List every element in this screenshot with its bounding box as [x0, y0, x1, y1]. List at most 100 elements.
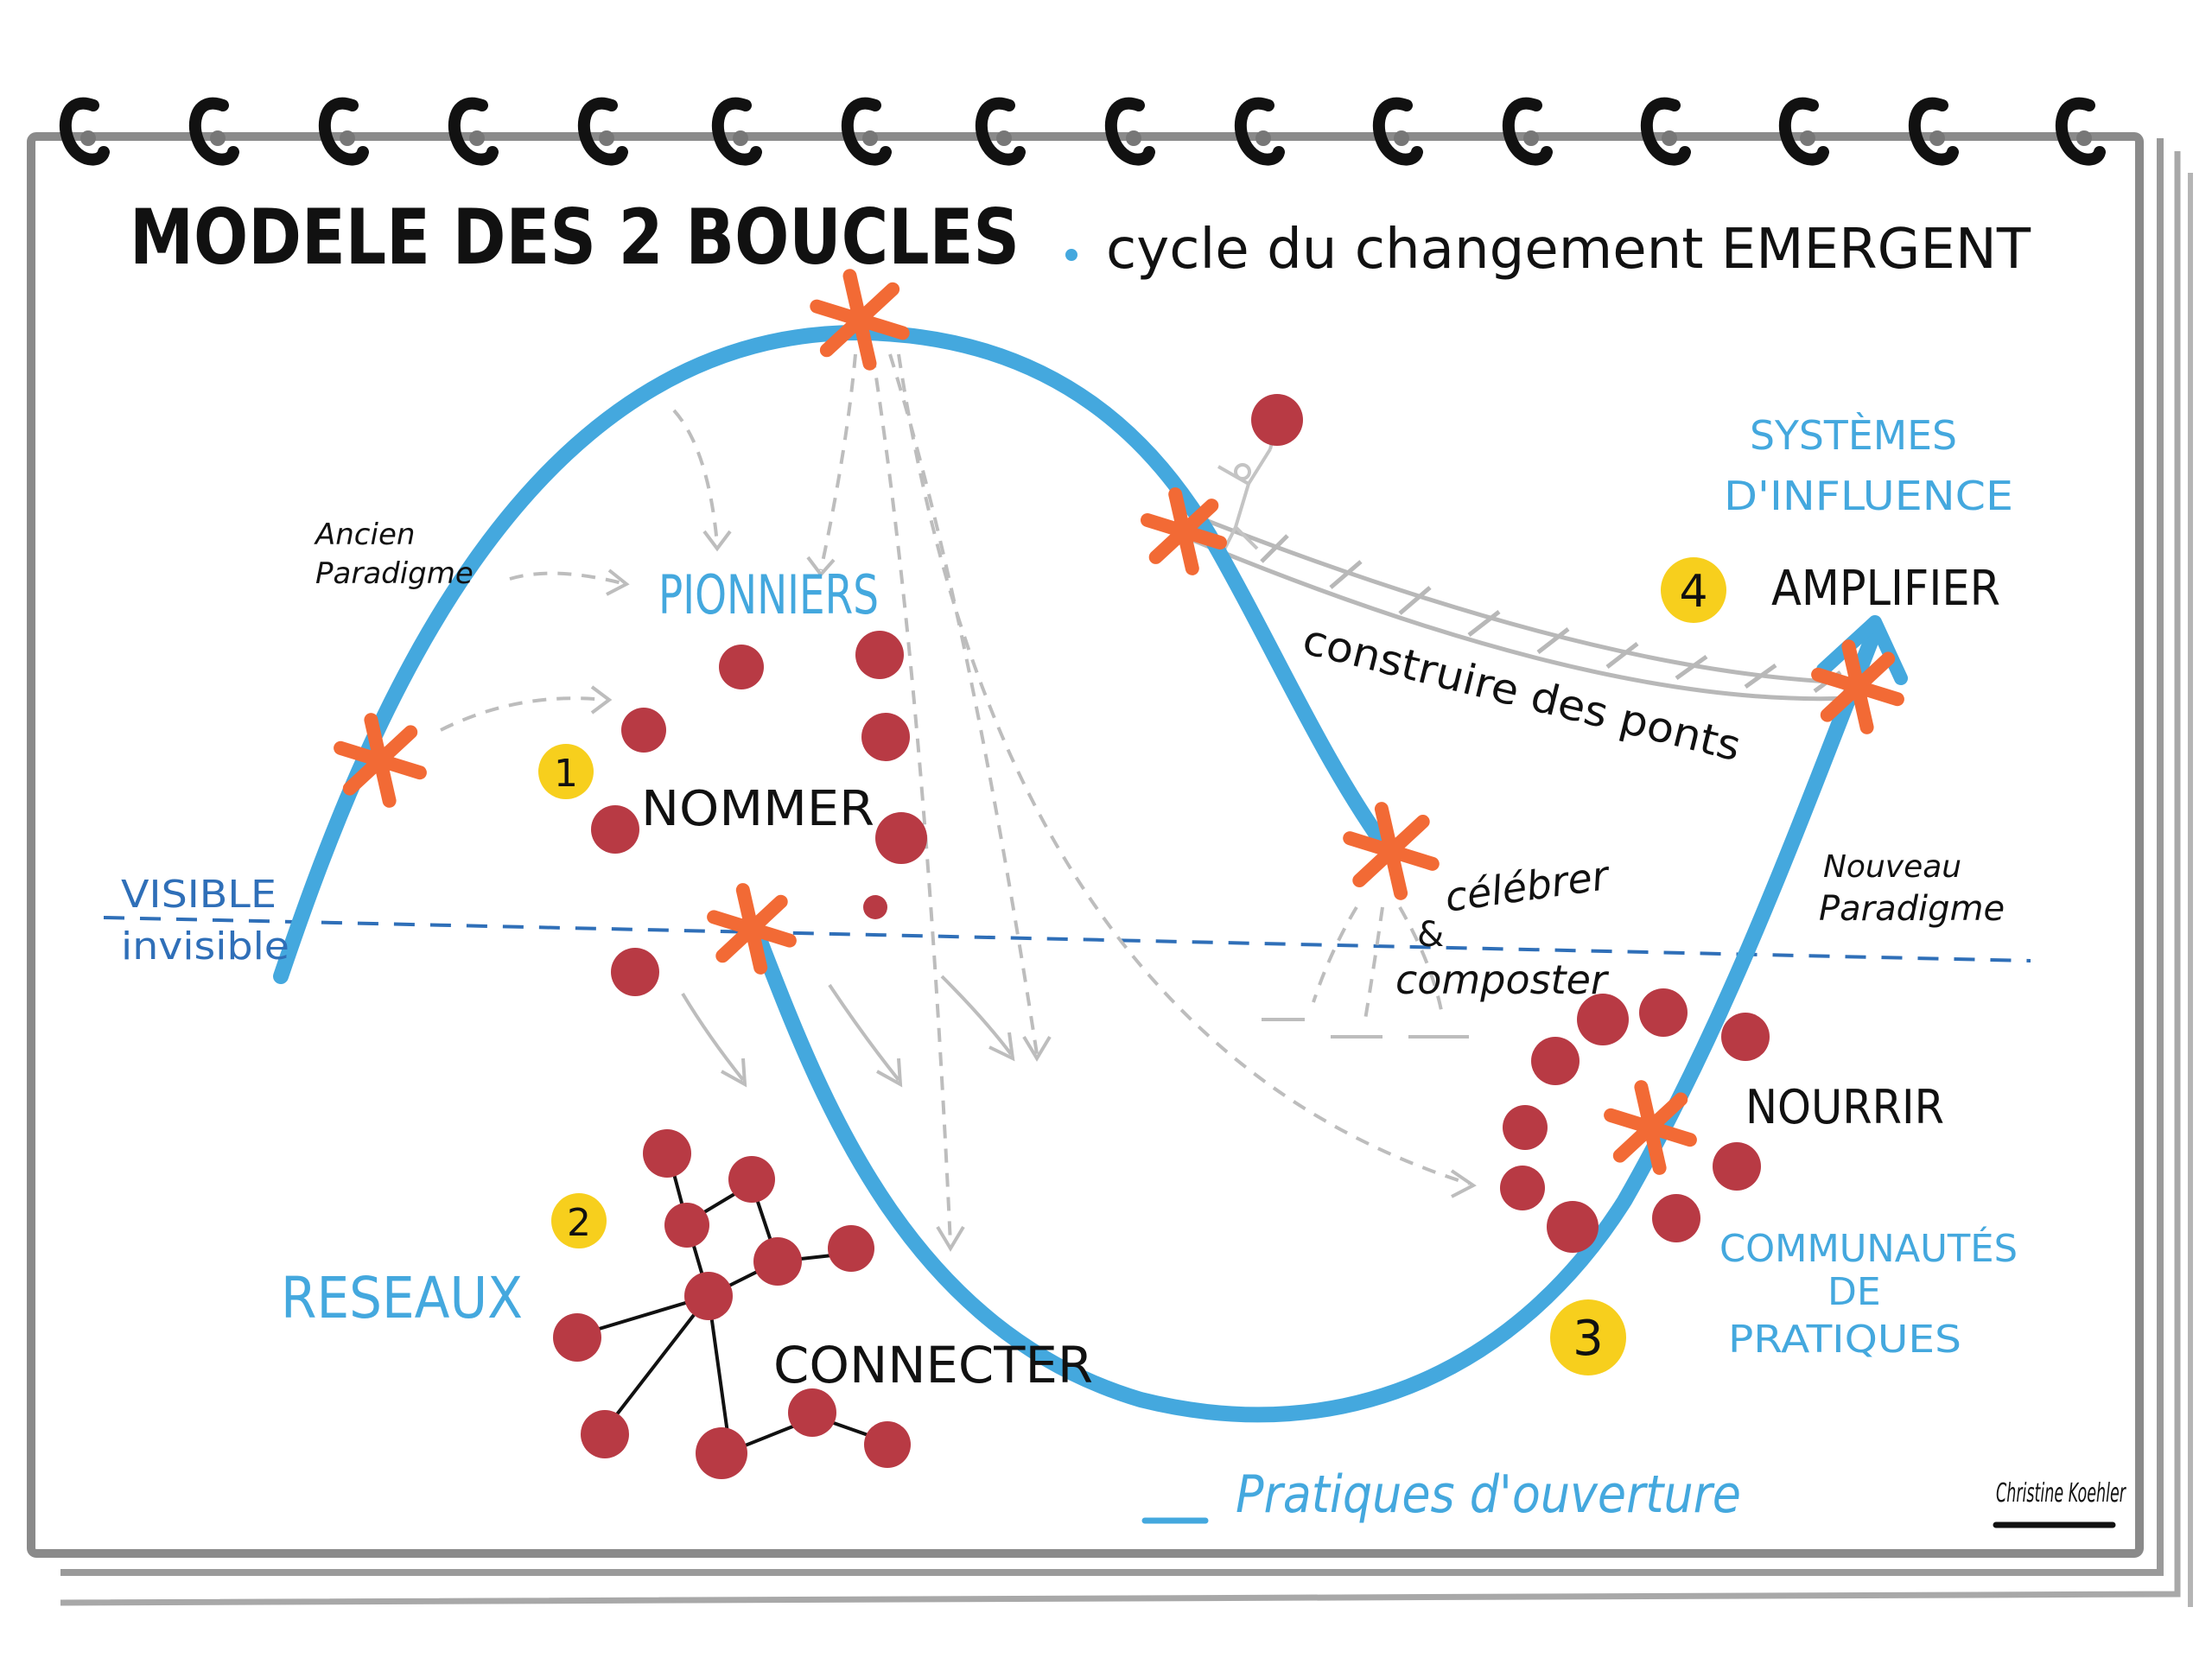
label-connecter: CONNECTER: [773, 1336, 1093, 1394]
label-reseaux: RESEAUX: [281, 1265, 523, 1331]
red-dot: [863, 895, 887, 919]
spiral-ring: [1373, 97, 1423, 166]
spiral-binding: [60, 97, 2106, 166]
label-de: DE: [1827, 1270, 1881, 1314]
spiral-ring: [1779, 97, 1829, 166]
spiral-hole: [996, 130, 1012, 146]
red-dot: [1577, 994, 1629, 1045]
spiral-hole: [1126, 130, 1141, 146]
red-dot: [591, 805, 639, 854]
red-dot: [581, 1410, 629, 1458]
red-dot: [1713, 1142, 1761, 1191]
red-dot: [1721, 1013, 1770, 1061]
spiral-hole: [340, 130, 355, 146]
svg-text:3: 3: [1573, 1311, 1604, 1367]
label-nouveau-paradigme: Paradigme: [1819, 889, 2005, 929]
spiral-hole: [2076, 130, 2092, 146]
label-construire-des-ponts: construire des ponts: [1298, 615, 1745, 771]
spiral-hole: [1523, 130, 1539, 146]
label-nourrir: NOURRIR: [1745, 1080, 1944, 1134]
label-ancien: Ancien: [314, 518, 415, 552]
spiral-ring: [1641, 97, 1691, 166]
spiral-ring: [1503, 97, 1553, 166]
red-dot: [684, 1272, 733, 1320]
svg-text:4: 4: [1679, 566, 1707, 618]
label-pratiques-douverture: Pratiques d'ouverture: [1236, 1464, 1741, 1525]
spiral-ring: [448, 97, 499, 166]
spiral-ring: [189, 97, 239, 166]
spiral-ring: [842, 97, 892, 166]
red-dot: [1639, 988, 1688, 1037]
red-dot: [1500, 1166, 1545, 1210]
orange-star: [334, 713, 427, 808]
red-dot: [1503, 1105, 1548, 1150]
step-badge-3: 3: [1550, 1299, 1626, 1375]
page-title: MODELE DES 2 BOUCLES: [130, 193, 1020, 282]
bridge-drawing: [1192, 516, 1850, 702]
svg-text:1: 1: [554, 752, 578, 796]
red-dot: [1547, 1201, 1599, 1253]
title-separator-dot: [1065, 249, 1077, 261]
spiral-hole: [599, 130, 614, 146]
label-celebrer: célébrer: [1442, 852, 1614, 921]
spiral-hole: [1394, 130, 1409, 146]
spiral-ring: [1235, 97, 1285, 166]
red-dot: [788, 1388, 836, 1437]
red-dot: [828, 1225, 874, 1272]
label-pratiques: PRATIQUES: [1728, 1318, 1961, 1362]
red-dot: [696, 1427, 747, 1479]
step-badge-4: 4: [1661, 557, 1726, 623]
spiral-hole: [1662, 130, 1677, 146]
spiral-ring: [60, 97, 110, 166]
loop-curve: [273, 324, 1883, 1423]
red-dot: [553, 1313, 601, 1362]
red-dot: [861, 713, 910, 761]
spiral-ring: [1909, 97, 1959, 166]
page-subtitle: cycle du changement EMERGENT: [1106, 218, 2031, 282]
label-amplifier: AMPLIFIER: [1771, 561, 2000, 617]
orange-star: [1811, 639, 1904, 734]
red-dot: [1652, 1194, 1700, 1242]
spiral-ring: [319, 97, 369, 166]
label-et: &: [1417, 915, 1444, 955]
svg-text:2: 2: [567, 1201, 591, 1245]
spiral-hole: [1800, 130, 1815, 146]
transition-stars: [334, 269, 1904, 1175]
spiral-hole: [469, 130, 485, 146]
network-links: [578, 1157, 891, 1454]
label-communautes: COMMUNAUTÉS: [1719, 1225, 2018, 1271]
label-ancien-paradigme: Paradigme: [315, 556, 474, 591]
spiral-ring: [2056, 97, 2106, 166]
spiral-hole: [862, 130, 878, 146]
spiral-hole: [210, 130, 226, 146]
red-dot: [621, 708, 666, 753]
red-dot: [728, 1156, 775, 1203]
red-dot: [864, 1421, 911, 1468]
transition-arrowheads: [590, 530, 1477, 1252]
red-dot: [719, 645, 764, 689]
label-dinfluence: D'INFLUENCE: [1724, 473, 2013, 519]
label-visible: VISIBLE: [121, 873, 276, 917]
spiral-ring: [1105, 97, 1155, 166]
participant-dots: [553, 631, 1770, 1479]
red-dot: [1531, 1037, 1580, 1085]
step-badge-2: 2: [551, 1193, 607, 1248]
notebook-frame: [27, 132, 2193, 1607]
signature: Christine Koehler: [1996, 1478, 2126, 1509]
orange-star: [1141, 487, 1227, 575]
red-dot: [664, 1203, 709, 1248]
spiral-hole: [1255, 130, 1271, 146]
red-dot: [753, 1237, 802, 1286]
label-systemes: SYSTÈMES: [1750, 412, 1957, 459]
label-nouveau: Nouveau: [1823, 849, 1961, 885]
step-badge-1: 1: [538, 744, 594, 799]
orange-star: [810, 269, 910, 371]
balloon: [1251, 394, 1303, 446]
red-dot: [855, 631, 904, 679]
balloon-figure: [1217, 431, 1276, 554]
spiral-hole: [733, 130, 748, 146]
red-dot: [643, 1129, 691, 1178]
spiral-hole: [80, 130, 96, 146]
red-dot: [875, 812, 927, 864]
